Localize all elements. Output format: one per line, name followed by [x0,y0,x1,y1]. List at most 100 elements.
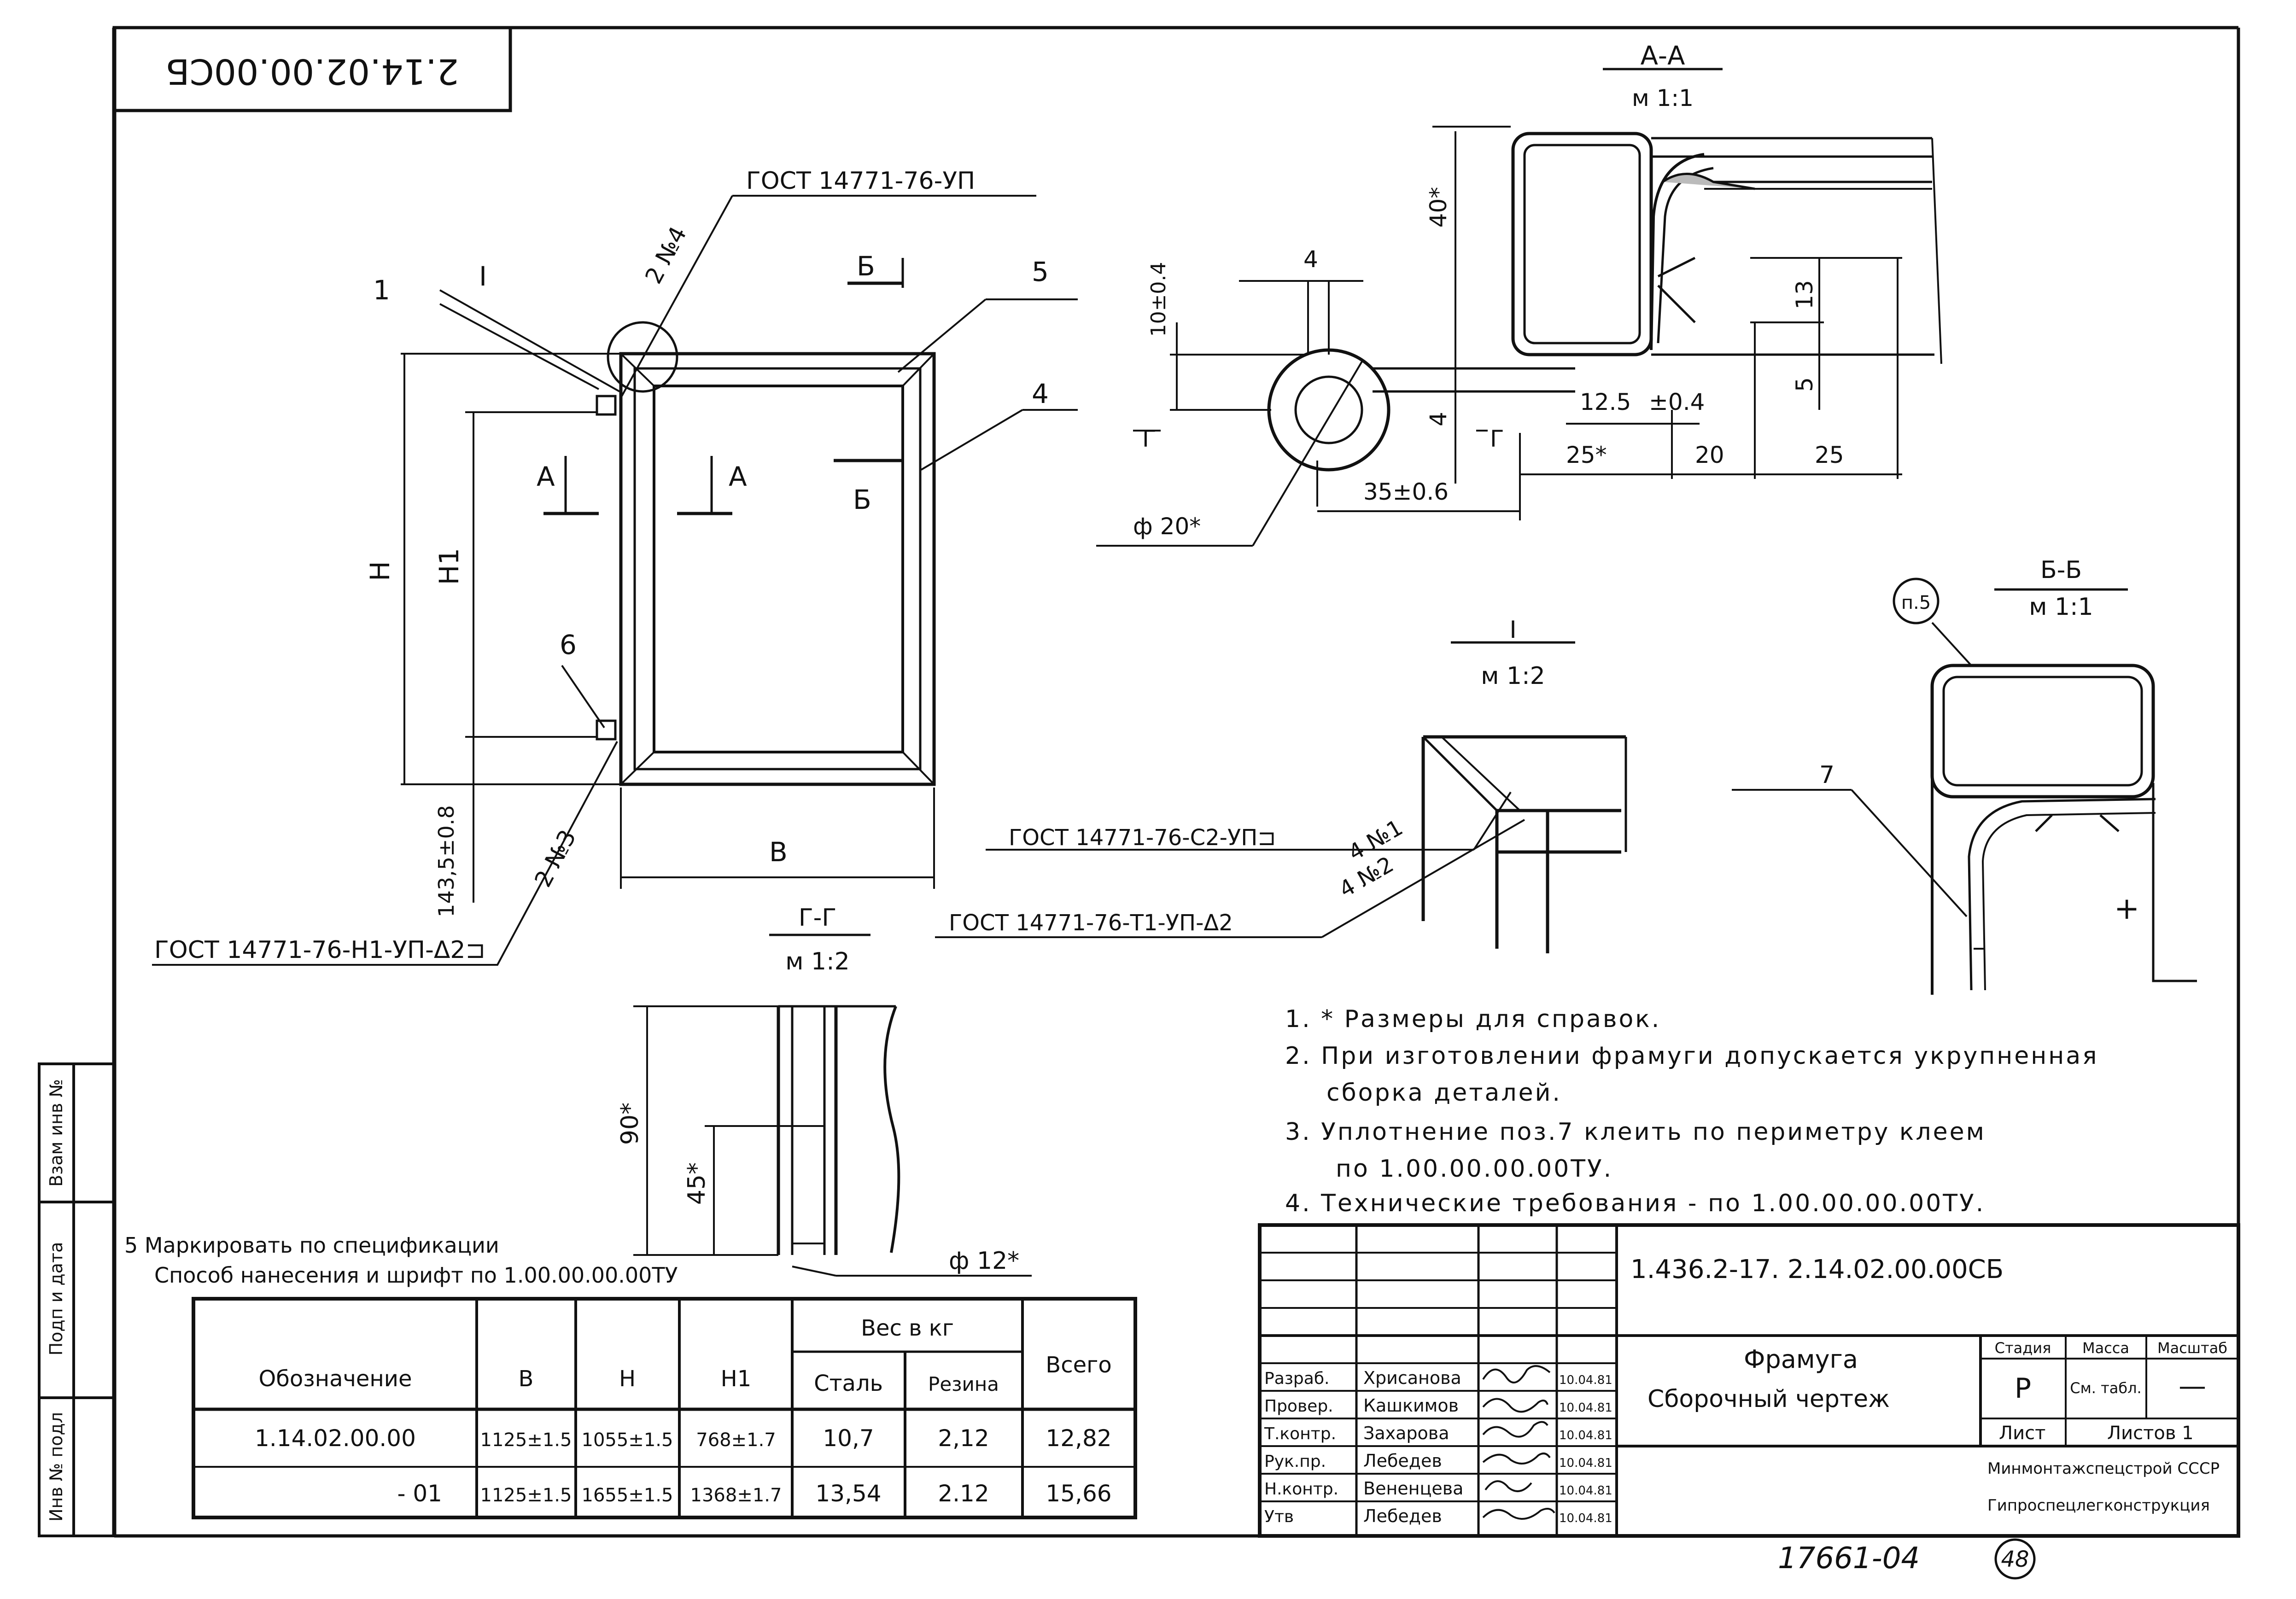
name-norm-control: Вененцева [1363,1478,1463,1499]
note-5-line-2: Способ нанесения и шрифт по 1.00.00.00.0… [154,1263,678,1288]
row-1-total: 12,82 [1046,1425,1111,1452]
detail-I-labels: I м 1:2 4 №1 4 №2 ГОСТ 14771-76-С2-УП⊐ Г… [949,616,1545,936]
col-total: Всего [1046,1352,1111,1378]
section-AA [1096,68,1942,547]
callout-4: 4 [1032,378,1049,409]
role-checker: Провер. [1264,1397,1333,1416]
weld-top-label: 2 №4 [640,222,692,288]
role-developer: Разраб. [1264,1369,1329,1388]
dim-0-4: ±0.4 [1649,389,1705,415]
dim-25: 25 [1815,442,1844,468]
dim-B: В [769,836,788,868]
weld-bottom-label: 2 №3 [529,825,581,891]
section-GG-labels: Г-Г м 1:2 90* 45* ф 12* [616,904,1019,1275]
name-tech-control: Захарова [1363,1423,1449,1443]
dim-40: 40* [1425,187,1452,228]
gost-bottom-label: ГОСТ 14771-76-Н1-УП-Δ2⊐ [154,936,485,964]
side-stamps: Взам инв № Подп и дата Инв № подл [46,1079,66,1522]
detail-I-title: I [1509,616,1516,644]
section-GG-title: Г-Г [799,904,836,932]
sheet-frame [112,26,2240,1538]
dim-4-top: 4 [1303,246,1318,273]
section-G-left: Г [1142,426,1157,452]
callout-5: 5 [1032,256,1049,287]
frame-view-labels: ГОСТ 14771-76-УП 2 №4 1 5 4 6 I А А Б Б … [154,167,1049,964]
section-AA-scale: м 1:1 [1632,85,1694,111]
detail-I [935,641,1627,953]
rotated-stamp-box: 2.14.02.00.00СБ [112,26,512,112]
archive-number: 17661-04 [1778,1541,1920,1576]
gost-top-label: ГОСТ 14771-76-УП [746,167,975,195]
note-2-cont: сборка деталей. [1326,1079,1562,1107]
dim-13: 13 [1791,280,1818,309]
dim-10: 10±0.4 [1147,262,1170,337]
stamp-sign-date: Подп и дата [46,1242,66,1356]
section-A-left: А [537,461,555,492]
date-norm-control: 10.04.81 [1559,1484,1612,1498]
section-BB [1732,578,2197,995]
role-norm-control: Н.контр. [1264,1480,1338,1499]
section-AA-labels: А-А м 1:1 40* 10±0.4 4 4 13 5 12.5 ±0.4 … [1133,41,1844,540]
note-5-line-1: 5 Маркировать по спецификации [124,1233,499,1258]
col-weight: Вес в кг [861,1315,954,1341]
col-steel: Сталь [814,1371,883,1396]
stage-value: Р [2015,1372,2031,1405]
dim-20: 20 [1695,442,1724,468]
scale-value: — [2179,1370,2206,1402]
date-tech-control: 10.04.81 [1559,1429,1612,1442]
callout-1: 1 [373,274,390,306]
dim-4-vert: 4 [1425,412,1452,426]
detail-I-scale: м 1:2 [1481,662,1545,690]
section-BB-title: Б-Б [2040,556,2082,584]
note-5: 5 Маркировать по спецификации Способ нан… [124,1233,678,1288]
dim-35: 35±0.6 [1363,479,1449,505]
sheet-label: Лист [1999,1423,2045,1444]
name-checker: Кашкимов [1363,1395,1459,1416]
note-2: 2. При изготовлении фрамуги допускается … [1285,1042,2098,1070]
gost-weld-1: ГОСТ 14771-76-С2-УП⊐ [1009,825,1276,851]
section-GG [633,934,1032,1277]
date-developer: 10.04.81 [1559,1373,1612,1387]
name-project-lead: Лебедев [1363,1451,1442,1471]
note-4: 4. Технические требования - по 1.00.00.0… [1285,1190,1985,1217]
callout-7: 7 [1819,761,1834,789]
signature-marks [1482,1365,1555,1520]
row-2-rubber: 2.12 [938,1480,989,1507]
row-2-steel: 13,54 [815,1480,881,1507]
section-A-right: А [729,461,747,492]
note-1: 1. * Размеры для справок. [1285,1005,1661,1033]
dim-12-5: 12.5 [1580,389,1631,415]
role-approved: Утв [1264,1507,1294,1526]
page-circle [1994,1538,2036,1580]
section-AA-title: А-А [1641,41,1685,71]
mass-value: См. табл. [2070,1379,2141,1397]
table-row: 1.14.02.00.00 1125±1.5 1055±1.5 768±1.7 … [255,1425,1112,1452]
callout-6: 6 [560,629,577,660]
row-2-total: 15,66 [1046,1480,1111,1507]
org-institute: Гипроспецлегконструкция [1987,1496,2210,1515]
title-block: 1.436.2-17. 2.14.02.00.00СБ Фрамуга Сбор… [1264,1255,2227,1526]
scale-label: Масштаб [2157,1339,2227,1357]
row-1-steel: 10,7 [823,1425,874,1452]
row-1-rubber: 2,12 [938,1425,989,1452]
row-1-b: 1125±1.5 [480,1430,572,1451]
col-b: В [519,1366,534,1392]
section-BB-scale: м 1:1 [2029,593,2093,621]
row-2-h1: 1368±1.7 [690,1485,782,1506]
date-project-lead: 10.04.81 [1559,1456,1612,1470]
table-row: - 01 1125±1.5 1655±1.5 1368±1.7 13,54 2.… [397,1480,1111,1507]
row-2-h: 1655±1.5 [582,1485,673,1506]
col-h: Н [619,1366,636,1392]
row-1-h1: 768±1.7 [696,1430,776,1451]
doc-name-2: Сборочный чертеж [1648,1385,1890,1413]
dim-H1: Н1 [433,548,465,585]
note-3-cont: по 1.00.00.00.00ТУ. [1336,1155,1613,1183]
name-approved: Лебедев [1363,1506,1442,1526]
col-h1: Н1 [721,1366,752,1392]
page-number: 48 [2001,1546,2029,1572]
section-B-top: Б [857,251,875,282]
title-block-grid [1258,1223,2240,1538]
mass-label: Масса [2082,1339,2129,1357]
